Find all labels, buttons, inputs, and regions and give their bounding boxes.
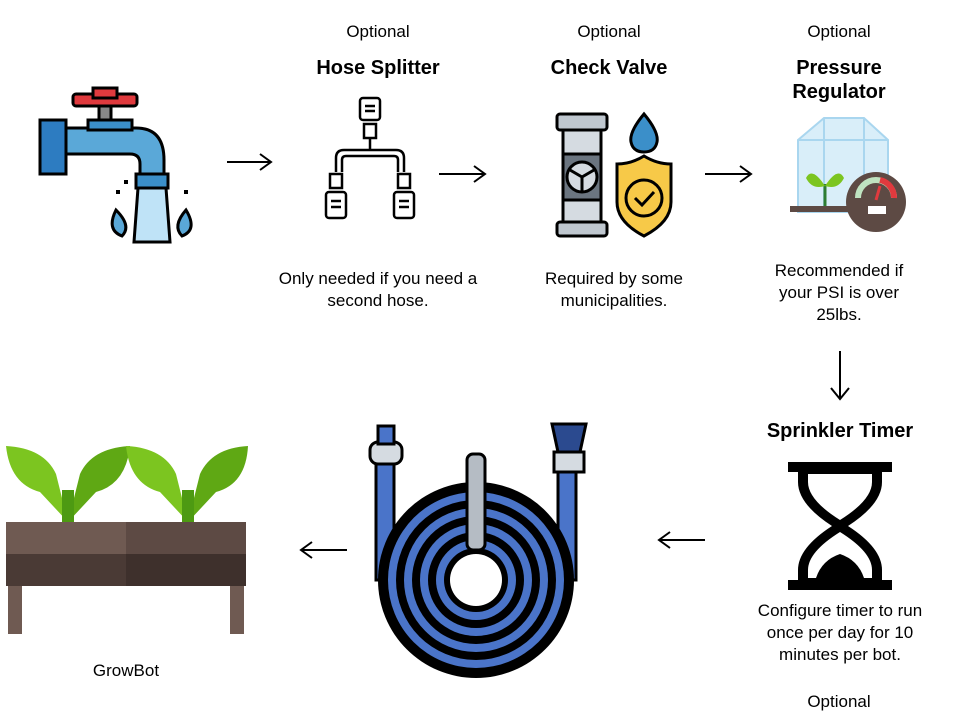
check-valve-icon: [555, 111, 673, 238]
optional-label: Optional: [346, 22, 410, 41]
pressure-regulator-note: Recommended if your PSI is over 25lbs.: [774, 261, 904, 324]
optional-label: Optional: [807, 22, 871, 41]
garden-hose: [352, 420, 600, 682]
optional-label: Optional: [577, 22, 641, 41]
planter-icon: [6, 446, 248, 634]
optional-label: Optional: [807, 692, 871, 711]
arrow-left-icon: [657, 531, 705, 549]
pressure-regulator-title: Pressure Regulator: [792, 57, 886, 103]
garden-hose-icon: [368, 422, 588, 678]
arrow-left-icon: [299, 541, 347, 559]
arrow-right-icon: [705, 165, 753, 183]
check-valve: [553, 110, 675, 240]
growbot-planter: [4, 444, 248, 636]
hose-splitter-icon: [324, 96, 416, 220]
sprinkler-timer: [786, 460, 894, 592]
hose-splitter: [322, 96, 418, 230]
check-valve-title: Check Valve: [550, 57, 668, 79]
hose-splitter-title: Hose Splitter: [316, 57, 440, 79]
check-valve-note: Required by some municipalities.: [545, 269, 683, 310]
pressure-regulator-icon: [790, 117, 906, 232]
growbot-label: GrowBot: [92, 661, 160, 680]
sprinkler-timer-note: Configure timer to run once per day for …: [757, 601, 923, 664]
hose-splitter-note: Only needed if you need a second hose.: [278, 269, 478, 310]
arrow-right-icon: [227, 153, 273, 171]
arrow-down-icon: [830, 351, 850, 401]
hourglass-icon: [788, 462, 892, 590]
pressure-regulator: [788, 114, 912, 234]
sprinkler-timer-title: Sprinkler Timer: [766, 420, 914, 442]
arrow-right-icon: [439, 165, 487, 183]
faucet: [36, 80, 206, 250]
faucet-icon: [38, 86, 193, 244]
